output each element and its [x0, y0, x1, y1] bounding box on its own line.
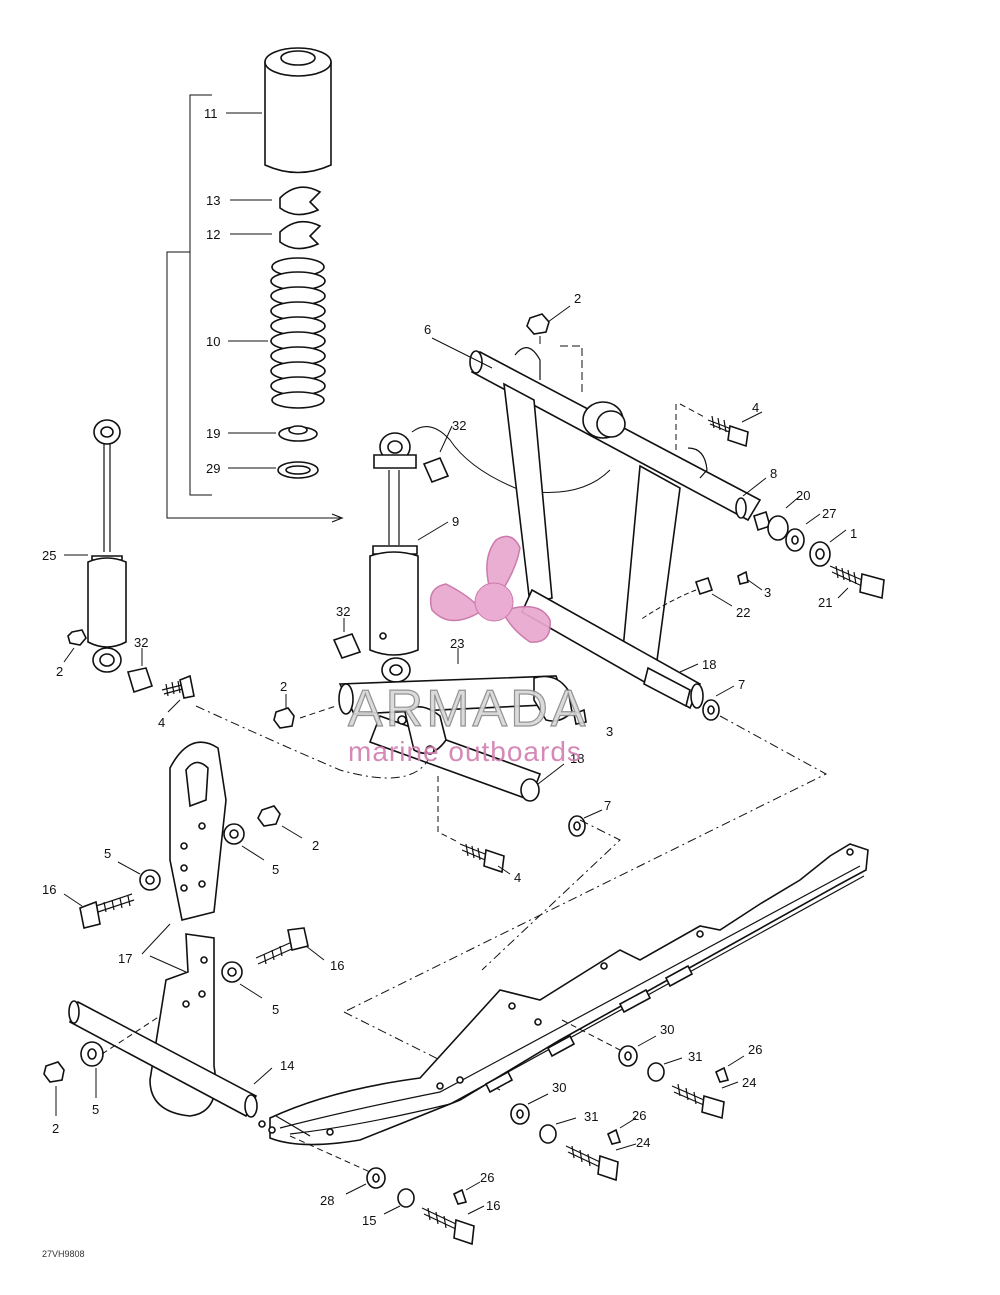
- left-hardware: [63, 629, 195, 713]
- callout-22: 22: [736, 605, 750, 620]
- propeller-logo-icon: [429, 535, 551, 643]
- watermark-brand: ARMADA: [348, 680, 588, 738]
- dash-mid: [481, 819, 621, 971]
- callout-3-top: 3: [764, 585, 771, 600]
- callout-13: 13: [206, 193, 220, 208]
- bolt-16-washer-5-a: [63, 861, 161, 929]
- callout-3-mid: 3: [606, 724, 613, 739]
- callout-27: 27: [822, 506, 836, 521]
- callout-28: 28: [320, 1193, 334, 1208]
- bolt-part-4-bottom: [437, 776, 511, 875]
- callout-30-b: 30: [552, 1080, 566, 1095]
- callout-2-bottom: 2: [52, 1121, 59, 1136]
- callout-24-b: 24: [636, 1135, 650, 1150]
- callout-31-a: 31: [688, 1049, 702, 1064]
- boot-part-11: [226, 47, 332, 174]
- hardware-20-27-1-21: [753, 495, 885, 600]
- watermark-tagline: marine outboards: [348, 736, 582, 767]
- callout-19: 19: [206, 426, 220, 441]
- callout-10: 10: [206, 334, 220, 349]
- callout-5-d: 5: [92, 1102, 99, 1117]
- callout-32-left: 32: [134, 635, 148, 650]
- callout-16-b: 16: [330, 958, 344, 973]
- armada-watermark: ARMADA marine outboards: [347, 535, 588, 767]
- callout-7-mid: 7: [604, 798, 611, 813]
- callout-4-top: 4: [752, 400, 759, 415]
- collar-part-12: [230, 220, 322, 250]
- callout-18-mid: 18: [570, 751, 584, 766]
- bushing-part-32-top: [422, 425, 453, 484]
- callout-30-a: 30: [660, 1022, 674, 1037]
- bolt-16-washer-5-b: [221, 927, 325, 999]
- callout-32-top: 32: [452, 418, 466, 433]
- dash-left-bolt: [195, 705, 429, 779]
- washer-part-29: [228, 461, 319, 479]
- callout-31-b: 31: [584, 1109, 598, 1124]
- leader-8: [742, 477, 767, 497]
- bolt-part-4-top: [675, 403, 763, 450]
- callout-16-c: 16: [486, 1198, 500, 1213]
- collar-part-13: [230, 186, 322, 216]
- rail-hardware-a: [561, 1019, 745, 1120]
- callout-5-b: 5: [272, 862, 279, 877]
- callout-26-a: 26: [748, 1042, 762, 1057]
- shock-absorber-part-9: [369, 432, 449, 683]
- callout-5-a: 5: [104, 846, 111, 861]
- callout-14: 14: [280, 1058, 294, 1073]
- dash-right-track: [343, 715, 828, 1013]
- callout-15: 15: [362, 1213, 376, 1228]
- callout-32-mid: 32: [336, 604, 350, 619]
- nut-part-2-top: [526, 305, 583, 395]
- callout-5-c: 5: [272, 1002, 279, 1017]
- callout-24-a: 24: [742, 1075, 756, 1090]
- callout-17: 17: [118, 951, 132, 966]
- bracket-top-hardware: [223, 805, 303, 861]
- callout-2-mid: 2: [280, 679, 287, 694]
- shaft-part-14: [68, 1000, 273, 1118]
- spring-stack: [166, 47, 344, 523]
- callout-26-b: 26: [632, 1108, 646, 1123]
- callout-6: 6: [424, 322, 431, 337]
- callout-16-a: 16: [42, 882, 56, 897]
- shock-absorber-part-25: [64, 419, 127, 673]
- callout-29: 29: [206, 461, 220, 476]
- sleeve-18-washer-7-right: [643, 663, 735, 721]
- callout-9: 9: [452, 514, 459, 529]
- callout-2-left: 2: [56, 664, 63, 679]
- callout-26-c: 26: [480, 1170, 494, 1185]
- figure-code: 27VH9808: [42, 1249, 85, 1259]
- callout-18-right: 18: [702, 657, 716, 672]
- callout-12: 12: [206, 227, 220, 242]
- rail-hardware-b: [510, 1093, 637, 1182]
- callout-2-top: 2: [574, 291, 581, 306]
- grease-fitting-3-mid: [573, 708, 587, 725]
- spring-seat-part-19: [228, 425, 318, 442]
- bottom-left-hardware: [43, 1015, 161, 1116]
- lower-arm-part-23: [338, 648, 573, 802]
- callout-2-bracket: 2: [312, 838, 319, 853]
- callout-1: 1: [850, 526, 857, 541]
- callout-7-right: 7: [738, 677, 745, 692]
- callout-23: 23: [450, 636, 464, 651]
- upper-arm-part-6: [431, 337, 762, 710]
- callout-4-left: 4: [158, 715, 165, 730]
- nut-part-2-mid: [273, 694, 337, 729]
- bushing-part-32-mid: [332, 618, 362, 659]
- callout-4-bottom: 4: [514, 870, 521, 885]
- rail-hardware-c: [289, 1135, 485, 1246]
- slide-rail: [258, 843, 869, 1146]
- callout-25: 25: [42, 548, 56, 563]
- grease-fitting-22: [639, 570, 763, 621]
- coil-spring-part-10: [228, 257, 326, 409]
- callout-11: 11: [204, 106, 218, 121]
- callout-labels: 11 13 12 10 19 29 2 6 4 32 8 20 9 27 1 2…: [42, 106, 857, 1228]
- callout-21: 21: [818, 595, 832, 610]
- callout-8: 8: [770, 466, 777, 481]
- callout-20: 20: [796, 488, 810, 503]
